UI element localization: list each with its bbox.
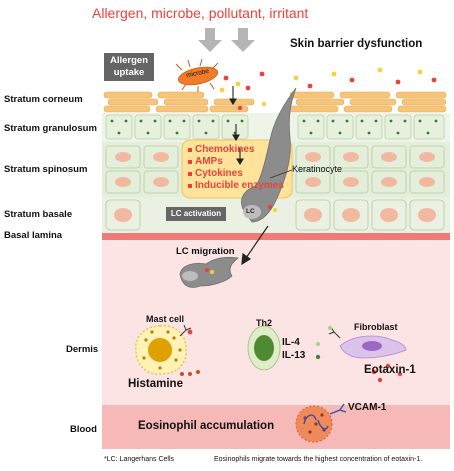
microbe-flagella xyxy=(175,58,219,92)
down-arrow-icon xyxy=(198,28,255,52)
eosinophil-lobes xyxy=(303,414,329,430)
histamine-dots xyxy=(180,370,200,376)
vcam-receptor-icon xyxy=(329,403,347,415)
migrated-lc-dot xyxy=(210,270,214,274)
il13-dot xyxy=(315,354,321,360)
mast-cell-nucleus xyxy=(148,338,172,362)
caption: Eosinophils migrate towards the highest … xyxy=(214,456,423,463)
mast-cell-label: Mast cell xyxy=(146,314,185,324)
fibroblast-label: Fibroblast xyxy=(354,322,398,332)
migrated-lc-dot xyxy=(205,268,209,272)
fibroblast-nucleus xyxy=(362,341,382,351)
mast-cell-granules xyxy=(142,330,182,370)
dermis-band xyxy=(102,240,450,405)
allergen-uptake-badge: Allergen uptake xyxy=(104,53,154,81)
histamine-label: Histamine xyxy=(128,378,183,390)
layer-label-dermis: Dermis xyxy=(66,344,99,355)
footnote: *LC: Langerhans Cells xyxy=(104,456,175,463)
granules xyxy=(110,119,438,135)
il13-label: IL-13 xyxy=(282,350,306,361)
il4-bound-dot xyxy=(327,325,333,331)
layer-label-basal-lamina: Basal lamina xyxy=(4,230,63,241)
lc-activation-label: LC activation xyxy=(170,209,222,218)
stratum-corneum-cells xyxy=(103,91,447,113)
lc-antigen-dot xyxy=(267,204,273,210)
migrated-lc-nucleus xyxy=(182,271,198,281)
layer-label-stratum-corneum: Stratum corneum xyxy=(4,94,83,105)
lc-cell-label: LC xyxy=(246,208,255,215)
eotaxin-dots xyxy=(371,363,403,383)
lc-nucleus xyxy=(243,205,261,219)
mediator-amps: AMPs xyxy=(195,156,223,167)
th2-label: Th2 xyxy=(256,318,273,328)
eosinophil-shape xyxy=(295,405,333,443)
lc-activation-badge: LC activation xyxy=(166,207,226,221)
basale-nuclei xyxy=(114,208,436,222)
arrow-icon xyxy=(229,86,244,166)
microbe-icon xyxy=(177,66,219,86)
lc-antigen-dot xyxy=(273,208,277,212)
mediator-inducible-enzymes: Inducible enzymes xyxy=(195,180,284,191)
keratinocyte-pointer xyxy=(269,169,293,179)
layer-label-blood: Blood xyxy=(70,424,97,435)
page-title: Skin barrier dysfunction xyxy=(290,38,423,50)
blood-band xyxy=(102,405,450,449)
vcam-label: VCAM-1 xyxy=(348,402,387,413)
mast-antigen-dot xyxy=(187,329,193,335)
ige-receptor-icon xyxy=(179,324,192,337)
spinosum-nuclei xyxy=(115,152,435,187)
il4-dot xyxy=(315,341,321,347)
mediator-bullets xyxy=(188,148,192,188)
lc-migration-arrow-icon xyxy=(241,225,269,266)
allergen-uptake-label: Allergen uptake xyxy=(109,55,148,78)
lc-migration-label: LC migration xyxy=(176,246,235,257)
layer-label-stratum-granulosum: Stratum granulosum xyxy=(4,123,97,134)
layer-label-stratum-basale: Stratum basale xyxy=(4,209,73,220)
il4-label: IL-4 xyxy=(282,337,300,348)
mediator-cytokines: Cytokines xyxy=(195,168,243,179)
mediator-chemokines: Chemokines xyxy=(195,144,255,155)
allergen-particles xyxy=(219,67,437,111)
eotaxin-label: Eotaxin-1 xyxy=(364,364,416,376)
keratinocyte-label: Keratinocyte xyxy=(292,164,343,174)
layer-label-stratum-spinosum: Stratum spinosum xyxy=(4,164,88,175)
triggers-heading: Allergen, microbe, pollutant, irritant xyxy=(92,5,309,21)
langerhans-cell-shape xyxy=(241,87,297,223)
eosinophil-accumulation-label: Eosinophil accumulation xyxy=(138,420,275,432)
basal-lamina-band xyxy=(102,233,450,240)
th2-nucleus xyxy=(254,335,274,361)
